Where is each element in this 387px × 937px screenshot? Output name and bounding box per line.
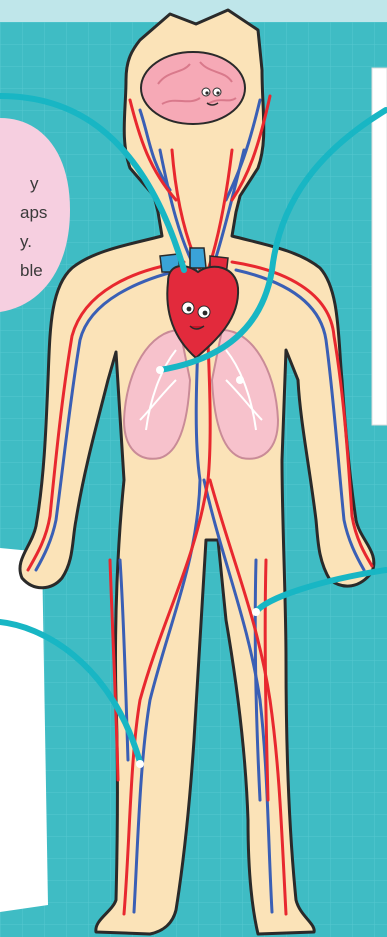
brain-icon <box>141 52 245 124</box>
pointer-dot <box>136 760 144 768</box>
pointer-dot <box>156 366 164 374</box>
pointer-dot <box>252 608 260 616</box>
top-band <box>0 0 387 22</box>
note-card-right <box>372 68 387 425</box>
pointer-dot <box>236 376 244 384</box>
note-card-left <box>0 548 48 912</box>
